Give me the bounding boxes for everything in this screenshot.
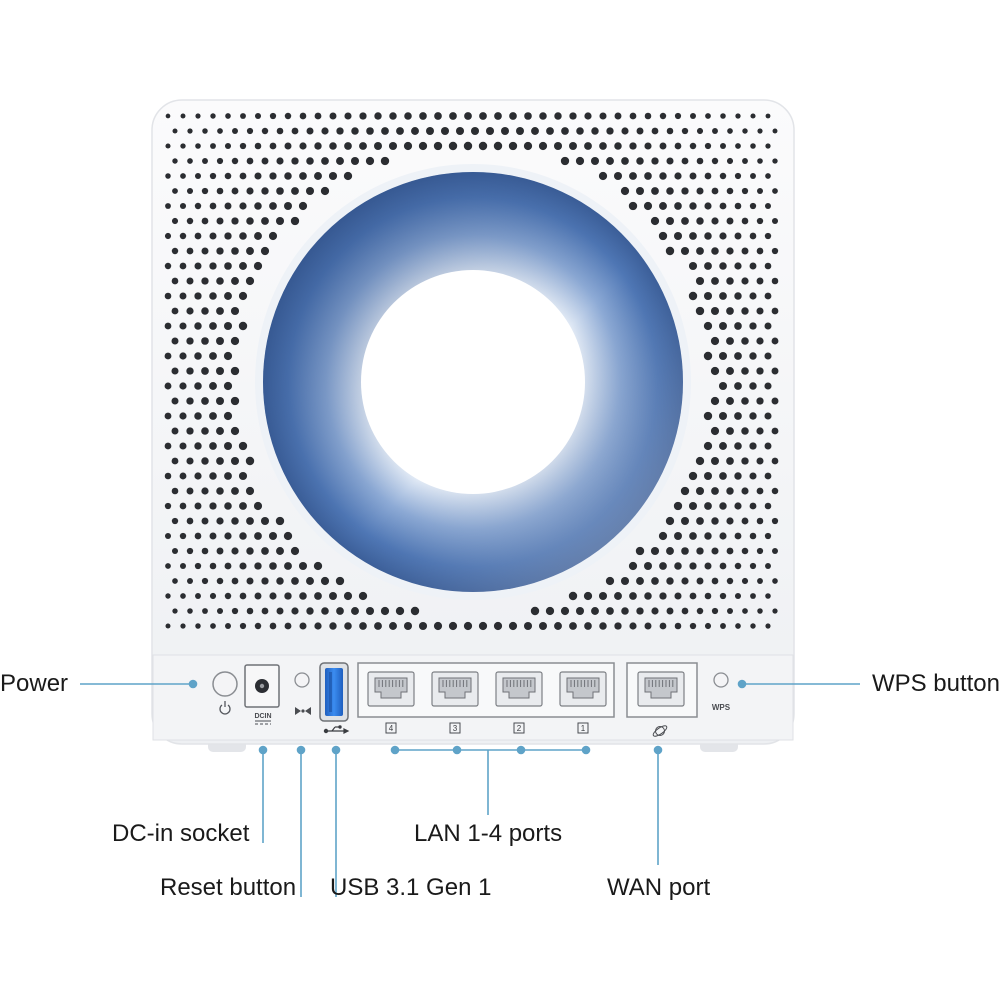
lan-number-label: 2 [517, 724, 522, 733]
lan-port-1[interactable] [559, 671, 607, 707]
power-button[interactable] [212, 671, 238, 697]
lan-port-3[interactable] [431, 671, 479, 707]
lan-number-label: 3 [453, 724, 458, 733]
lan-number-box [385, 722, 397, 734]
ring-hole [361, 270, 585, 494]
ventilation-grille [164, 112, 779, 631]
label-power: Power [0, 670, 69, 697]
wps-marking: WPS [712, 703, 731, 712]
wan-jack[interactable] [637, 671, 685, 707]
label-dc-in-socket: DC-in socket [112, 820, 250, 847]
lan-port-4[interactable] [367, 671, 415, 707]
dcin-marking: DCIN [254, 713, 271, 720]
usb-tongue [325, 668, 343, 716]
lan-number-label: 4 [389, 724, 394, 733]
lan-number-box [513, 722, 525, 734]
label-wps-button: WPS button [871, 670, 1000, 697]
wan-port[interactable] [637, 671, 685, 707]
wps-button[interactable] [713, 672, 729, 688]
lan-port-2[interactable] [495, 671, 543, 707]
label-wan-port: WAN port [607, 874, 711, 901]
globe-icon [652, 725, 668, 737]
lan-number-label: 1 [581, 724, 586, 733]
callout-lines [80, 679, 860, 897]
label-reset-button: Reset button [160, 874, 297, 901]
lan-ports: 4 3 2 1 [367, 671, 607, 734]
usb-icon [323, 725, 350, 734]
lan-number-box [449, 722, 461, 734]
reset-button[interactable] [294, 672, 310, 688]
lan-number-box [577, 722, 589, 734]
power-icon [219, 701, 231, 715]
label-lan-ports: LAN 1-4 ports [414, 820, 563, 847]
reset-icon [295, 707, 311, 715]
label-usb: USB 3.1 Gen 1 [330, 874, 492, 901]
